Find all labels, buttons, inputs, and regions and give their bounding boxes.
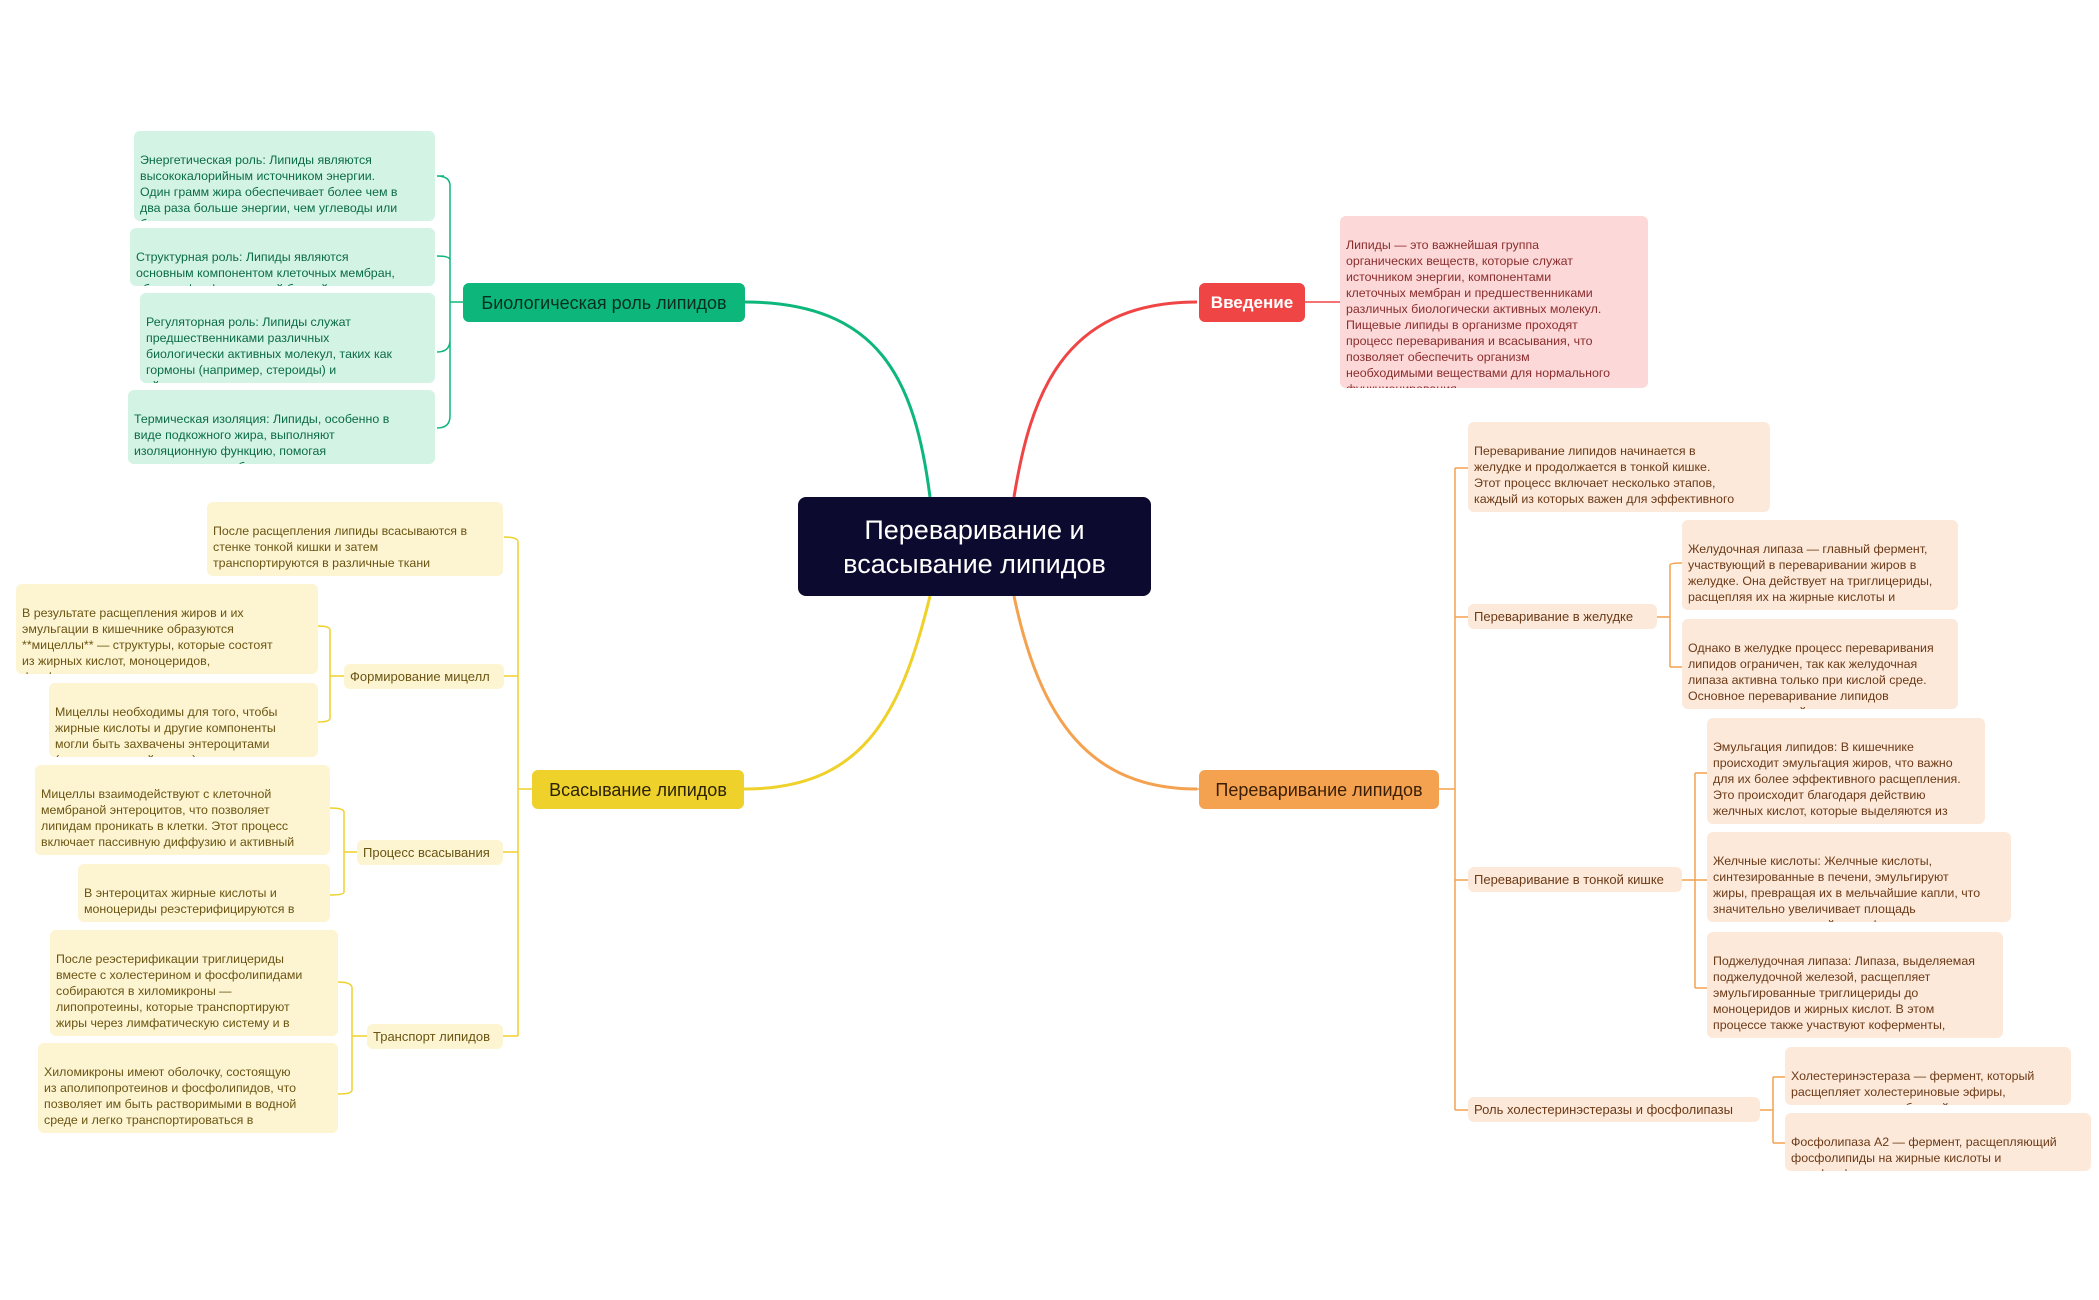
sub-chol[interactable]: Роль холестеринэстеразы и фосфолипазы <box>1468 1097 1760 1122</box>
note-text: Липиды — это важнейшая группа органическ… <box>1346 238 1611 388</box>
note-micelle-1[interactable]: В результате расщепления жиров и их эмул… <box>16 584 318 674</box>
branch-intro-label: Введение <box>1210 292 1294 312</box>
note-micelle-2[interactable]: Мицеллы необходимы для того, чтобы жирны… <box>49 683 318 757</box>
note-text: Термическая изоляция: Липиды, особенно в… <box>134 412 397 464</box>
note-text: Энергетическая роль: Липиды являются выс… <box>140 153 398 221</box>
edge-absorb-bracket <box>500 536 532 1037</box>
note-text: Структурная роль: Липиды являются основн… <box>136 250 395 286</box>
branch-bio[interactable]: Биологическая роль липидов <box>463 283 745 322</box>
note-transport-2[interactable]: Хиломикроны имеют оболочку, состоящую из… <box>38 1043 338 1133</box>
note-text: Мицеллы взаимодействуют с клеточной мемб… <box>41 787 295 855</box>
branch-bio-label: Биологическая роль липидов <box>481 292 727 313</box>
note-text: Холестеринэстераза — фермент, который ра… <box>1791 1069 2035 1105</box>
edge-intestine-bracket <box>1682 772 1707 989</box>
sub-label: Переваривание в желудке <box>1474 608 1634 624</box>
sub-process[interactable]: Процесс всасывания <box>357 840 503 865</box>
sub-micelle[interactable]: Формирование мицелл <box>344 664 504 689</box>
note-text: Хиломикроны имеют оболочку, состоящую из… <box>44 1065 297 1133</box>
note-intestine-3[interactable]: Поджелудочная липаза: Липаза, выделяемая… <box>1707 932 2003 1038</box>
sub-intestine[interactable]: Переваривание в тонкой кишке <box>1468 867 1682 892</box>
note-transport-1[interactable]: После реэстерификации триглицериды вмест… <box>50 930 338 1036</box>
branch-digest-label: Переваривание липидов <box>1215 779 1423 800</box>
note-absorb-top[interactable]: После расщепления липиды всасываются в с… <box>207 502 503 576</box>
note-bio-thermal[interactable]: Термическая изоляция: Липиды, особенно в… <box>128 390 435 464</box>
note-text: После расщепления липиды всасываются в с… <box>213 524 468 576</box>
note-bio-energy[interactable]: Энергетическая роль: Липиды являются выс… <box>134 131 435 221</box>
edge-bio-bracket <box>436 175 463 429</box>
note-bio-regulatory[interactable]: Регуляторная роль: Липиды служат предшес… <box>140 293 435 383</box>
sub-label: Формирование мицелл <box>350 668 490 684</box>
note-text: В результате расщепления жиров и их эмул… <box>22 606 273 674</box>
central-title: Переваривание и всасывание липидов <box>843 514 1106 579</box>
edge-central-bio <box>743 300 932 498</box>
edge-central-digest <box>1012 595 1198 791</box>
central-topic[interactable]: Переваривание и всасывание липидов <box>798 497 1151 596</box>
edge-chol-bracket <box>1760 1076 1785 1144</box>
edge-transport-bracket <box>337 981 367 1095</box>
note-text: Поджелудочная липаза: Липаза, выделяемая… <box>1713 954 1975 1038</box>
note-intestine-2[interactable]: Желчные кислоты: Желчные кислоты, синтез… <box>1707 832 2011 922</box>
note-text: Желудочная липаза — главный фермент, уча… <box>1688 542 1933 610</box>
branch-intro[interactable]: Введение <box>1199 283 1305 322</box>
note-process-1[interactable]: Мицеллы взаимодействуют с клеточной мемб… <box>35 765 330 855</box>
note-process-2[interactable]: В энтероцитах жирные кислоты и моноцерид… <box>78 864 330 922</box>
note-text: Переваривание липидов начинается в желуд… <box>1474 444 1735 512</box>
sub-transport[interactable]: Транспорт липидов <box>367 1024 503 1049</box>
note-text: Фосфолипаза А2 — фермент, расщепляющий ф… <box>1791 1135 2057 1171</box>
note-stomach-2[interactable]: Однако в желудке процесс переваривания л… <box>1682 619 1958 709</box>
sub-label: Транспорт липидов <box>373 1028 490 1044</box>
note-text: Регуляторная роль: Липиды служат предшес… <box>146 315 392 383</box>
branch-absorb[interactable]: Всасывание липидов <box>532 770 744 809</box>
note-bio-structure[interactable]: Структурная роль: Липиды являются основн… <box>130 228 435 286</box>
branch-digest[interactable]: Переваривание липидов <box>1199 770 1439 809</box>
branch-absorb-label: Всасывание липидов <box>549 779 727 800</box>
note-text: После реэстерификации триглицериды вмест… <box>56 952 303 1036</box>
note-digest-top[interactable]: Переваривание липидов начинается в желуд… <box>1468 422 1770 512</box>
edge-process-bracket <box>329 807 357 896</box>
note-text: Мицеллы необходимы для того, чтобы жирны… <box>55 705 278 757</box>
sub-label: Процесс всасывания <box>363 844 490 860</box>
edge-central-intro <box>1012 300 1198 498</box>
note-intro[interactable]: Липиды — это важнейшая группа органическ… <box>1340 216 1648 388</box>
note-text: Эмульгация липидов: В кишечнике происход… <box>1713 740 1961 824</box>
edge-micelle-bracket <box>317 625 344 723</box>
sub-label: Роль холестеринэстеразы и фосфолипазы <box>1474 1101 1733 1117</box>
sub-label: Переваривание в тонкой кишке <box>1474 871 1664 887</box>
note-chol-1[interactable]: Холестеринэстераза — фермент, который ра… <box>1785 1047 2071 1105</box>
edge-central-absorb <box>743 595 932 791</box>
edge-stomach-bracket <box>1657 562 1683 668</box>
note-intestine-1[interactable]: Эмульгация липидов: В кишечнике происход… <box>1707 718 1985 824</box>
note-text: Однако в желудке процесс переваривания л… <box>1688 641 1934 709</box>
note-text: В энтероцитах жирные кислоты и моноцерид… <box>84 886 295 922</box>
note-chol-2[interactable]: Фосфолипаза А2 — фермент, расщепляющий ф… <box>1785 1113 2091 1171</box>
note-stomach-1[interactable]: Желудочная липаза — главный фермент, уча… <box>1682 520 1958 610</box>
note-text: Желчные кислоты: Желчные кислоты, синтез… <box>1713 854 1981 922</box>
sub-stomach[interactable]: Переваривание в желудке <box>1468 604 1657 629</box>
